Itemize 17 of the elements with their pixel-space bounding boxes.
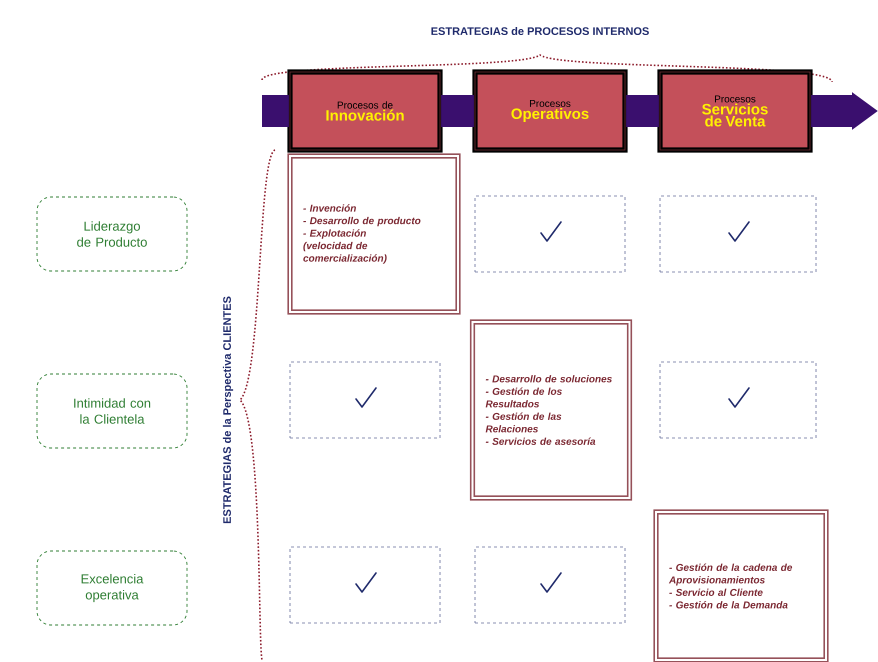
activity-box: - Invención - Desarrollo de producto - Explotación (velocidad de comercialización) — [287, 153, 461, 315]
process-box: Procesos Servicios de Venta — [657, 69, 813, 153]
check-cell — [660, 196, 816, 272]
check-cell — [290, 362, 440, 438]
strategy-box: Excelencia operativa — [36, 550, 188, 626]
check-cell — [290, 546, 440, 624]
check-cell — [474, 546, 626, 624]
activity-box: - Gestión de la cadena de Aprovisionamientos - Servicio al Cliente - Gestión de la Demanda — [653, 509, 829, 662]
activity-box: - Desarrollo de soluciones - Gestión de los Resultados - Gestión de las Relaciones - Servicios de asesoría — [470, 319, 632, 501]
title: ESTRATEGIAS de PROCESOS INTERNOS — [431, 26, 649, 36]
axis-label: ESTRATEGIAS de la Perspectiva CLIENTES — [222, 296, 234, 524]
strategy-box: Intimidad con la Clientela — [36, 374, 188, 448]
strategy-box: Liderazgo de Producto — [36, 196, 188, 272]
process-box: Procesos Operativos — [472, 69, 628, 153]
process-box: Procesos de Innovación — [287, 69, 443, 153]
check-cell — [474, 196, 626, 272]
check-cell — [660, 362, 816, 438]
